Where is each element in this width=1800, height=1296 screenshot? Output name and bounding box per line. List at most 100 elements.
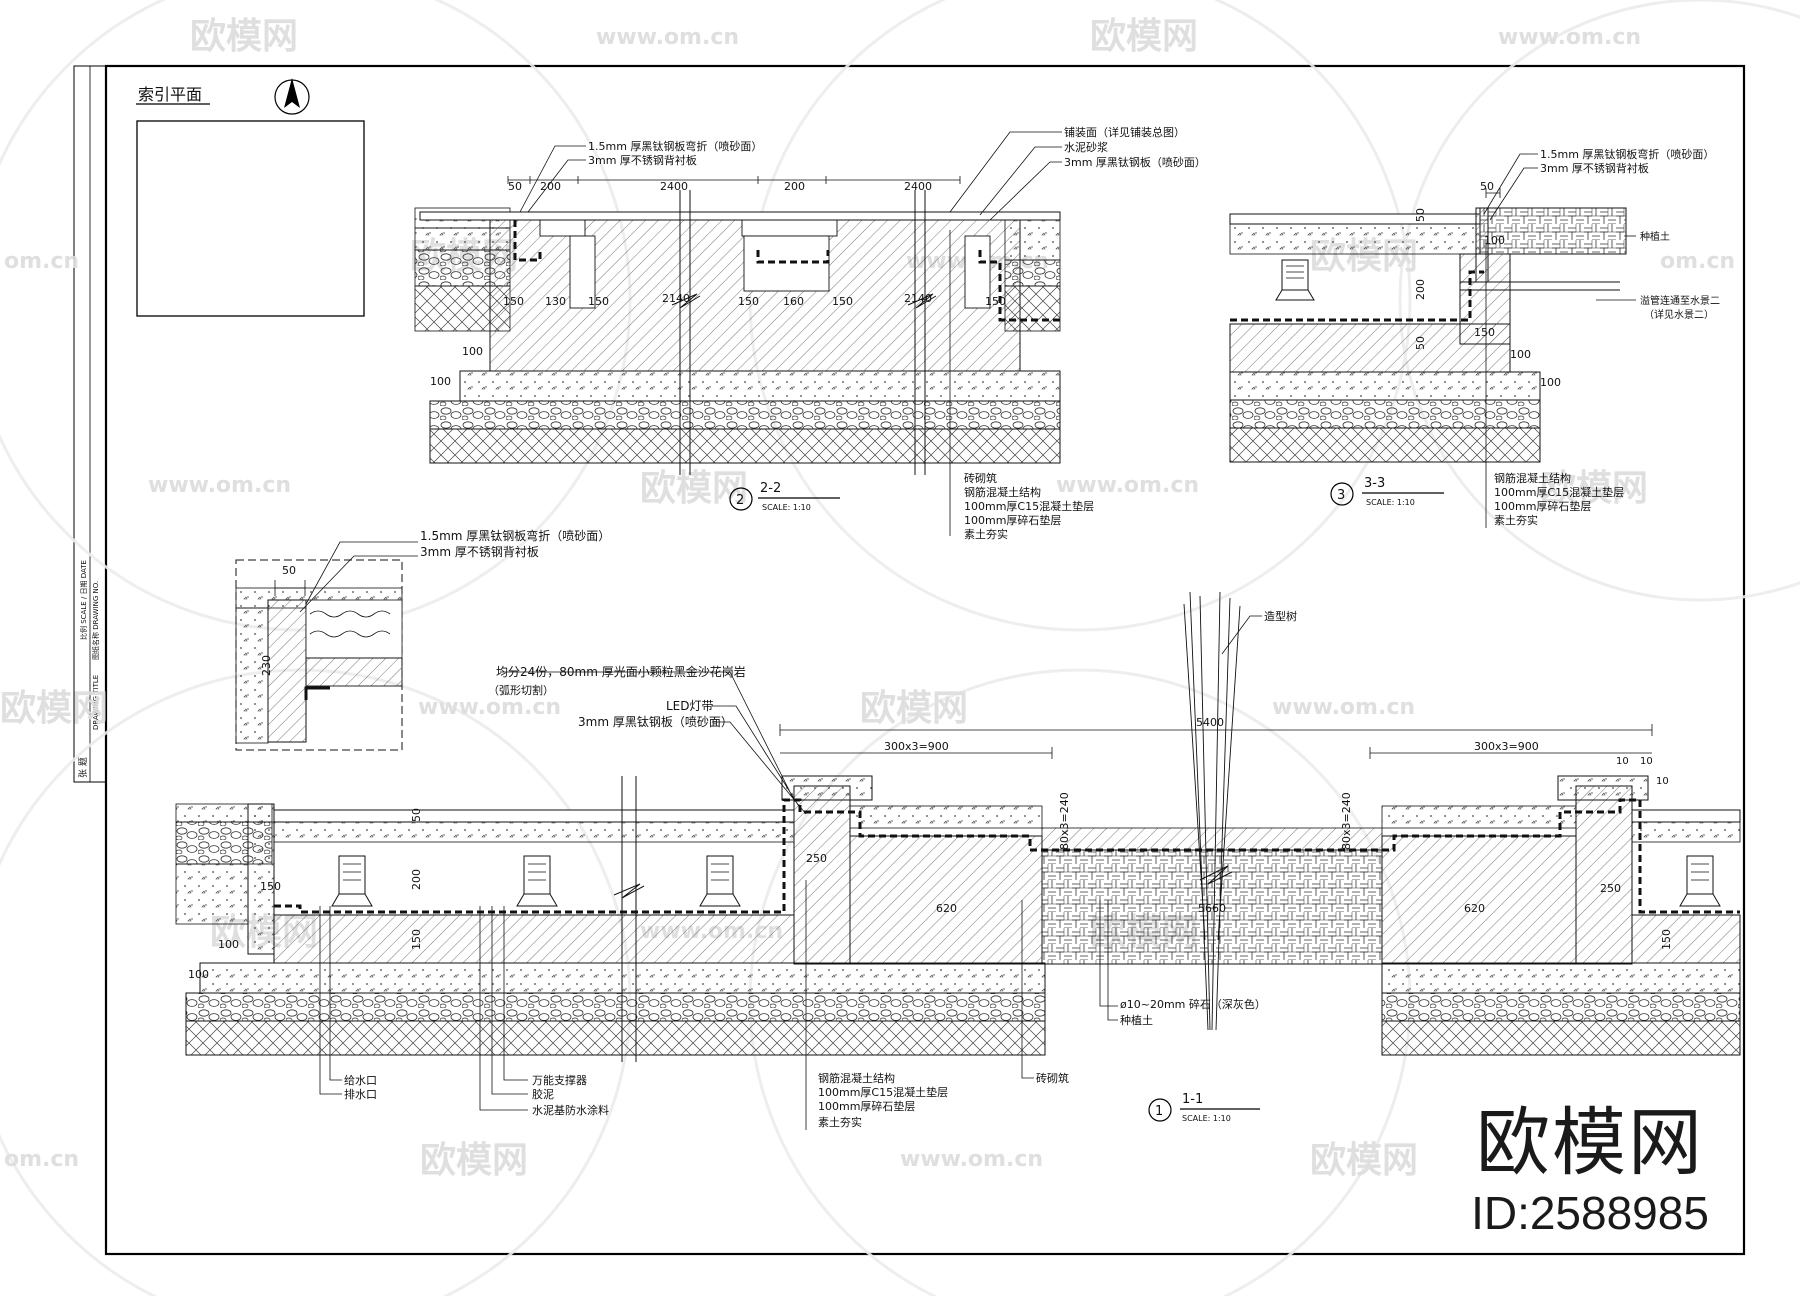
callout-label: 素土夯实: [1494, 513, 1538, 527]
section-number: 2: [736, 493, 744, 508]
dim-label: 10: [1616, 756, 1629, 767]
title-block-text-1: 张 题: [78, 757, 89, 778]
watermark-brand: 欧模网: [1540, 468, 1648, 509]
north-arrow-icon: [274, 78, 310, 115]
feature-tree-icon: [1183, 591, 1241, 1031]
index-plan-title: 索引平面: [138, 85, 202, 104]
section-1-1: 5400 300x3=900 300x3=900 80x3=240 80x3=2…: [175, 591, 1741, 1130]
callout-label: 均分24份，80mm 厚光面小颗粒黑金沙花岗岩: [496, 664, 746, 679]
watermark-brand: 欧模网: [420, 1140, 528, 1181]
callout-label: 3mm 厚不锈钢背衬板: [588, 153, 697, 167]
watermark-brand: 欧模网: [640, 468, 748, 509]
callout-label: 胶泥: [532, 1087, 554, 1101]
watermark-url: www.om.cn: [900, 1147, 1043, 1172]
dim-label: 300x3=900: [884, 740, 949, 753]
dim-label: 100: [462, 345, 483, 358]
callout-label: ø10~20mm 碎石（深灰色）: [1120, 997, 1266, 1011]
callout-label: 100mm厚C15混凝土垫层: [818, 1085, 948, 1099]
dim-label: 100: [218, 938, 239, 951]
dim-label: 150: [985, 295, 1006, 308]
dim-label: 150: [832, 295, 853, 308]
dim-label: 150: [503, 295, 524, 308]
callout-label: 3mm 厚黑钛钢板（喷砂面）: [1064, 155, 1206, 169]
dim-label: 150: [1474, 326, 1495, 339]
title-block-text-2: DRAWING TITLE: [92, 675, 100, 730]
callout-label: 种植土: [1640, 230, 1670, 243]
callout-label: 100mm厚C15混凝土垫层: [964, 499, 1094, 513]
section-scale: SCALE: 1:10: [1366, 498, 1415, 507]
dim-label: 250: [806, 852, 827, 865]
callout-label: （弧形切割）: [488, 683, 554, 697]
watermark-url: www.om.cn: [148, 473, 291, 498]
section-title: 1-1: [1182, 1092, 1203, 1107]
brand-name: 欧模网: [1476, 1100, 1704, 1186]
section-title: 3-3: [1364, 476, 1385, 491]
dim-label: 50: [1414, 208, 1427, 222]
dim-label: 100: [188, 968, 209, 981]
callout-label: 水泥砂浆: [1064, 140, 1108, 154]
watermark-brand: 欧模网: [860, 688, 968, 729]
brand-id: ID:2588985: [1471, 1187, 1709, 1239]
callout-label: 1.5mm 厚黑钛钢板弯折（喷砂面）: [588, 139, 762, 153]
callout-label: 1.5mm 厚黑钛钢板弯折（喷砂面）: [420, 528, 610, 543]
callout-label: 砖砌筑: [1036, 1071, 1069, 1085]
dim-label: 50: [508, 180, 522, 193]
callout-label: LED灯带: [666, 699, 714, 713]
section-3-3: 50 100 50 200 50 150 100 100 1.5mm 厚黑钛钢板…: [1229, 147, 1720, 528]
callout-label: 素土夯实: [964, 527, 1008, 541]
section-scale: SCALE: 1:10: [762, 503, 811, 512]
pedestal-support-icon: [1275, 259, 1315, 301]
title-block: 张 题 DRAWING TITLE 图纸名称 DRAWING NO. 比例 SC…: [78, 560, 100, 778]
callout-label: 溢管连通至水景二: [1640, 294, 1720, 307]
dim-label: 620: [936, 902, 957, 915]
dim-label: 150: [260, 880, 281, 893]
callout-label: 种植土: [1120, 1013, 1153, 1027]
dim-label: 300x3=900: [1474, 740, 1539, 753]
callout-label: 水泥基防水涂料: [532, 1103, 609, 1117]
dim-label: 150: [410, 929, 423, 950]
section-number: 3: [1337, 488, 1345, 503]
index-plan: 索引平面: [136, 78, 365, 317]
callout-label: 铺装面（详见铺装总图）: [1064, 125, 1185, 139]
title-block-text-3: 图纸名称 DRAWING NO.: [91, 581, 100, 660]
watermark-url: om.cn: [4, 249, 79, 274]
dim-label: 50: [1414, 336, 1427, 350]
watermark-url: om.cn: [1660, 249, 1735, 274]
dim-label: 150: [738, 295, 759, 308]
title-block-text-4: 比例 SCALE / 日期 DATE: [79, 560, 88, 640]
watermark-brand: 欧模网: [190, 16, 298, 57]
section-2-2: 50 200 2400 200 2400 2140 2140 150 130 1…: [414, 125, 1206, 541]
watermark-url: www.om.cn: [1498, 25, 1641, 50]
callout-label: 钢筋混凝土结构: [1494, 471, 1571, 485]
section-number: 1: [1155, 1104, 1163, 1119]
dim-label: 160: [783, 295, 804, 308]
dim-label: 130: [545, 295, 566, 308]
dim-label: 200: [540, 180, 561, 193]
dim-label: 100: [430, 375, 451, 388]
dim-label: 200: [410, 869, 423, 890]
dim-label: 2140: [662, 292, 690, 305]
dim-label: 2140: [904, 292, 932, 305]
dim-label: 200: [1414, 279, 1427, 300]
dim-label: 10: [1656, 776, 1669, 787]
dim-label: 230: [260, 655, 273, 676]
brand-stamp: 欧模网 ID:2588985: [1440, 1106, 1740, 1236]
callout-label: 3mm 厚不锈钢背衬板: [420, 545, 539, 559]
watermark-brand: 欧模网: [1090, 16, 1198, 57]
dim-label: 5400: [1196, 716, 1224, 729]
dim-label: 250: [1600, 882, 1621, 895]
section-title: 2-2: [760, 481, 781, 496]
callout-label: 100mm厚碎石垫层: [818, 1099, 915, 1113]
dim-label: 100: [1540, 376, 1561, 389]
dim-label: 100: [1484, 234, 1505, 247]
callout-label: 钢筋混凝土结构: [964, 485, 1041, 499]
section-1-1-tag: 1 1-1 SCALE: 1:10: [1148, 1092, 1260, 1123]
dim-label: 200: [784, 180, 805, 193]
watermark-brand: 欧模网: [1310, 1140, 1418, 1181]
callout-label: 3mm 厚黑钛钢板（喷砂面）: [578, 714, 733, 729]
section-3-3-tag: 3 3-3 SCALE: 1:10: [1330, 476, 1444, 507]
pedestal-support-icon: [699, 855, 741, 907]
callout-label: 3mm 厚不锈钢背衬板: [1540, 161, 1649, 175]
watermark-url: www.om.cn: [596, 25, 739, 50]
dim-label: 620: [1464, 902, 1485, 915]
